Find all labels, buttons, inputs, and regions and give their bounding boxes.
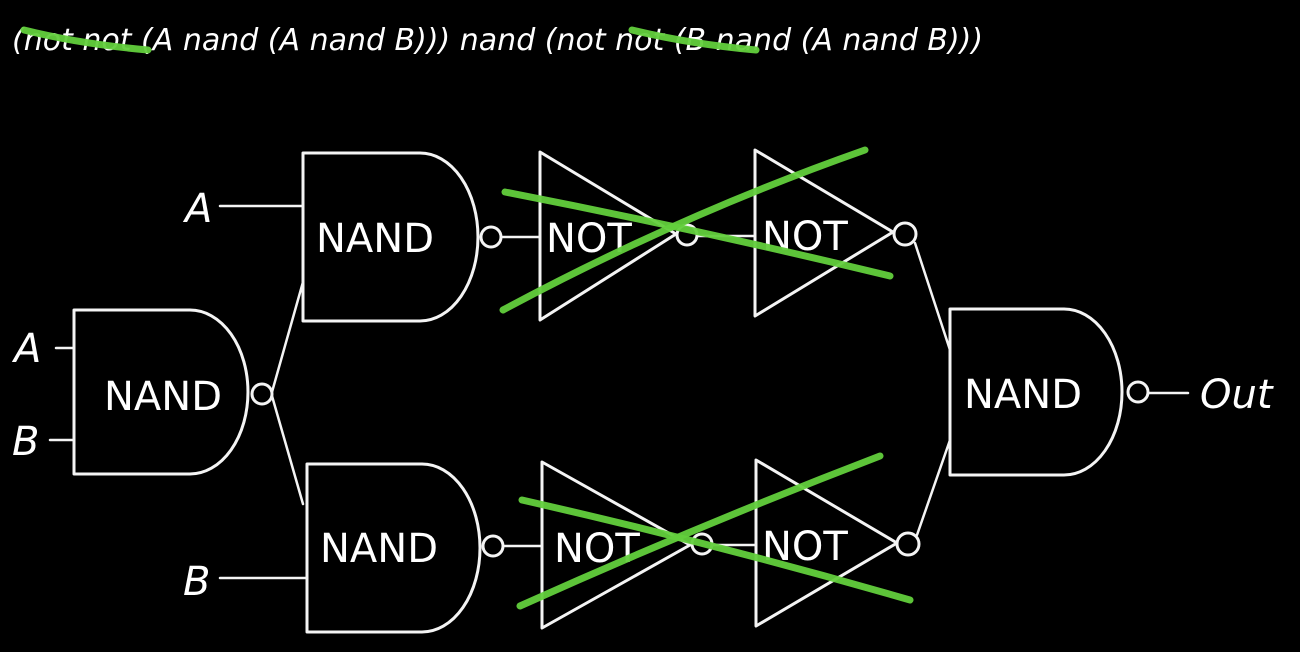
not-top-1-label: NOT: [546, 216, 632, 262]
nand-bottom-label: NAND: [320, 526, 438, 572]
not-top-2-bubble: [892, 221, 918, 247]
nand-gate-first: NAND: [72, 308, 274, 476]
input-b-bottom: B: [183, 559, 210, 605]
formula-strike-2: [628, 26, 760, 54]
strike-bottom-not-pair: [516, 452, 914, 610]
formula-part-2: (A nand (A nand B))) nand: [132, 23, 545, 58]
nand-out-bubble: [1126, 380, 1150, 404]
formula-text: (not not (A nand (A nand B))) nand (not …: [12, 23, 983, 58]
nand-first-label: NAND: [104, 374, 222, 420]
nand-bottom-bubble: [481, 534, 505, 558]
not-gate-bottom-2: NOT: [754, 458, 921, 628]
input-a-left: A: [11, 326, 41, 372]
not-bottom-2-bubble: [895, 531, 921, 557]
wire-first-to-bottom: [270, 394, 305, 506]
wire-top-to-out: [913, 241, 952, 352]
not-bottom-1-label: NOT: [554, 526, 640, 572]
strike-top-not-pair: [499, 146, 894, 314]
nand-out-label: NAND: [964, 372, 1082, 418]
nand-gate-bottom: NAND: [305, 462, 505, 634]
input-a-top: A: [182, 186, 212, 232]
nand-top-bubble: [479, 225, 503, 249]
nand-top-label: NAND: [316, 216, 434, 262]
nand-gate-top: NAND: [301, 151, 503, 323]
nand-first-bubble: [250, 382, 274, 406]
formula-struck-2: (not not: [545, 23, 666, 58]
input-b-left: B: [12, 419, 39, 465]
not-gate-top-2: NOT: [753, 148, 918, 318]
nand-gate-out: NAND: [948, 307, 1150, 477]
formula-part-4: (B nand (A nand B))): [664, 23, 983, 58]
wire-first-to-top: [270, 280, 305, 394]
formula-strike-1: [20, 26, 152, 54]
not-gate-top-1: NOT: [538, 150, 699, 322]
wire-bottom-to-out: [915, 438, 952, 537]
output-label: Out: [1200, 372, 1274, 418]
not-gate-bottom-1: NOT: [540, 460, 714, 630]
